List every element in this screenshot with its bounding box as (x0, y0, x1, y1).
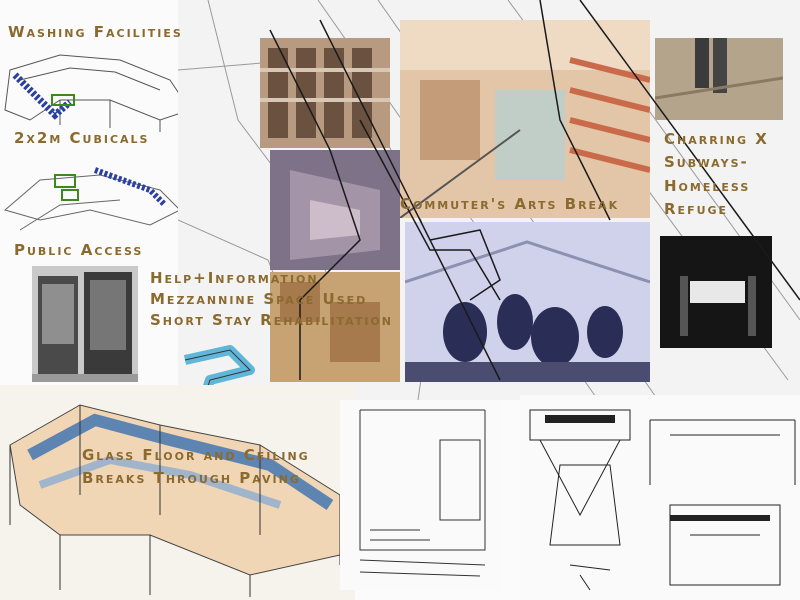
glass-floor-axonometric (0, 385, 355, 600)
label-cubicals: 2x2m Cubicals (14, 129, 150, 147)
breaks-through-paving-text: Breaks Through Paving (82, 468, 301, 487)
homeless-text: Homeless (664, 176, 751, 195)
subways-text: Subways- (664, 153, 749, 172)
charring-x-text: Charring X (664, 130, 769, 148)
corridor-photo (270, 150, 400, 270)
washing-facilities-sketch (0, 40, 200, 135)
short-stay-text: Short Stay Rehabilitation (150, 311, 393, 329)
refuge-text: Refuge (664, 199, 729, 218)
public-access-text: Public Access (14, 241, 144, 259)
shelf-photo (260, 38, 390, 148)
perspective-sketches (520, 395, 800, 600)
help-information-text: Help+Information (150, 269, 319, 287)
label-glass-floor-group: Glass Floor and Ceiling Breaks Through P… (82, 444, 310, 489)
mezzanine-text: Mezzannine Space Used (150, 290, 368, 308)
cubicals-text: 2x2m Cubicals (14, 129, 150, 147)
washing-facilities-text: Washing Facilities (8, 23, 183, 41)
arts-break-photo (405, 222, 650, 382)
label-help-group: Help+Information Mezzannine Space Used S… (150, 268, 393, 331)
homeless-refuge-photo (660, 236, 772, 348)
cubicle-photo (32, 266, 138, 382)
concourse-photo (400, 20, 650, 218)
glass-floor-text: Glass Floor and Ceiling (82, 446, 310, 464)
label-public-access: Public Access (14, 241, 144, 259)
commuters-arts-break-text: Commuter's Arts Break (400, 195, 620, 213)
label-charring-group: Charring X Subways- Homeless Refuge (664, 128, 769, 221)
cubicals-sketch (0, 150, 200, 240)
label-commuters-arts-break: Commuter's Arts Break (400, 195, 620, 213)
section-sketch (340, 400, 500, 590)
label-washing-facilities: Washing Facilities (8, 23, 183, 41)
subway-legs-photo (655, 38, 783, 120)
